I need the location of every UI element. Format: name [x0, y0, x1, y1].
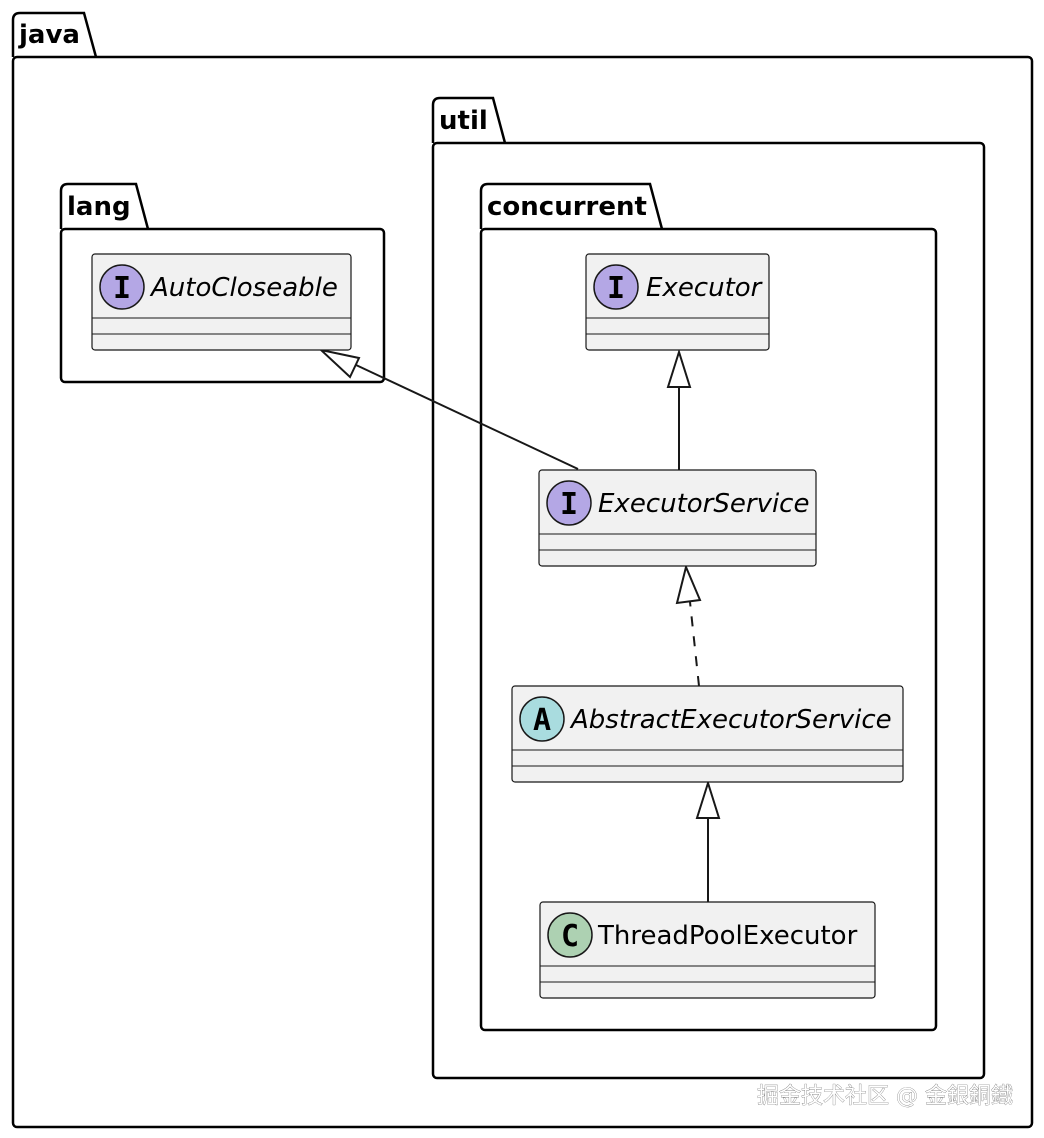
- arrowhead-abstract: [695, 779, 721, 819]
- stereotype-letter: I: [560, 487, 578, 522]
- package-lang-tab: [59, 182, 150, 230]
- relations: [317, 348, 721, 902]
- package-lang-body: [59, 227, 386, 384]
- package-util-label: util: [439, 106, 488, 136]
- class-name: AbstractExecutorService: [569, 705, 892, 735]
- class-box: [511, 685, 904, 783]
- class-name: ExecutorService: [598, 489, 809, 519]
- interface-stereotype-icon: [99, 264, 145, 310]
- class-abstractexecutorservice: A AbstractExecutorService: [511, 685, 904, 783]
- package-concurrent-tab: [479, 182, 664, 230]
- class-threadpoolexecutor: C ThreadPoolExecutor: [539, 901, 876, 999]
- watermark-text: 掘金技术社区 @ 金銀銅鐵: [757, 1084, 1013, 1109]
- package-concurrent-label: concurrent: [487, 192, 647, 222]
- class-box: [91, 253, 352, 351]
- interface-stereotype-icon: [593, 264, 639, 310]
- class-name: AutoCloseable: [149, 273, 338, 303]
- interface-stereotype-icon: [546, 480, 592, 526]
- class-box: [538, 469, 817, 567]
- class-box: [539, 901, 876, 999]
- class-executor: I Executor: [585, 253, 770, 351]
- arrowhead-executor: [666, 348, 692, 388]
- class-stereotype-icon: [547, 912, 593, 958]
- package-lang-label: lang: [67, 192, 131, 222]
- stereotype-letter: I: [607, 271, 625, 306]
- class-name: Executor: [646, 273, 764, 303]
- class-executorservice: I ExecutorService: [538, 469, 817, 567]
- arrowhead-executorservice: [675, 563, 702, 605]
- package-java-body: [11, 55, 1034, 1129]
- abstract-stereotype-icon: [519, 696, 565, 742]
- package-lang: lang: [59, 182, 386, 384]
- stereotype-letter: C: [561, 919, 579, 954]
- package-concurrent-body: [479, 227, 938, 1032]
- package-concurrent: concurrent: [479, 182, 938, 1032]
- package-util-body: [431, 141, 986, 1080]
- edge-executorservice-autocloseable: [355, 364, 579, 470]
- class-name: ThreadPoolExecutor: [597, 921, 858, 951]
- package-util: util: [431, 96, 986, 1080]
- stereotype-letter: I: [113, 271, 131, 306]
- package-java-tab: [11, 11, 98, 58]
- package-java-label: java: [18, 20, 80, 50]
- arrowhead-autocloseable: [317, 348, 361, 379]
- stereotype-letter: A: [533, 703, 551, 738]
- class-autocloseable: I AutoCloseable: [91, 253, 352, 351]
- edge-abstract-executorservice: [689, 601, 700, 687]
- package-java: java: [11, 11, 1034, 1129]
- package-util-tab: [431, 96, 507, 144]
